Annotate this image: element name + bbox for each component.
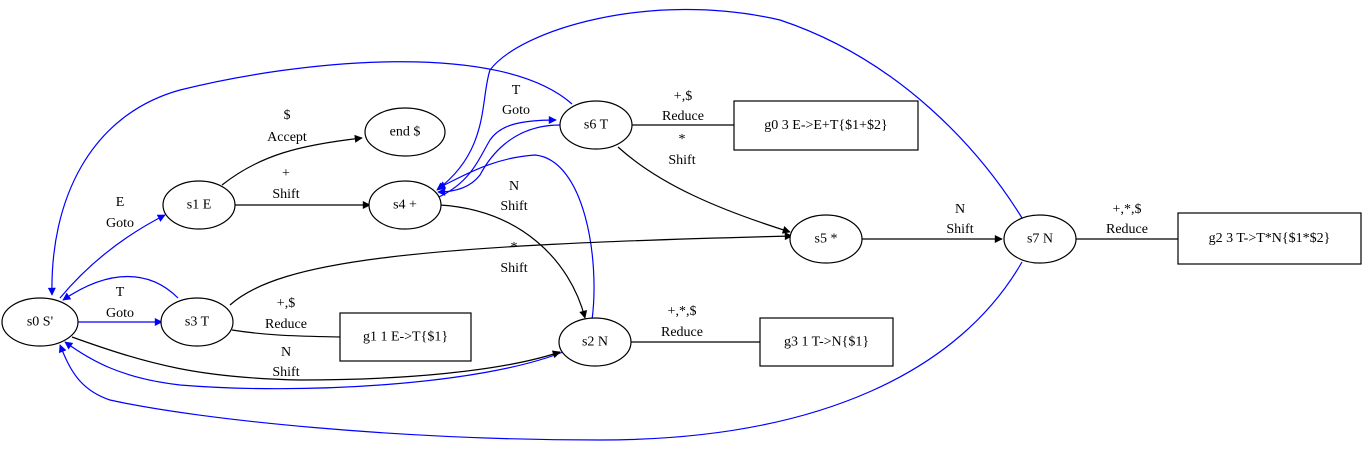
edge-label-s6-g0-symbol: +,$ [674,89,692,104]
reduction-node-g0: g0 3 E->E+T{$1+$2} [733,100,919,151]
reduction-label-g1: g1 1 E->T{$1} [363,330,448,345]
edge-s0-s2-shift [71,336,561,381]
reduction-label-g2: g2 3 T->T*N{$1*$2} [1209,231,1331,246]
edge-s3-s0-back [62,275,179,301]
state-node-s7: s7 N [1003,214,1077,264]
edge-label-s0-s2-action: Shift [272,365,299,380]
state-node-s2: s2 N [558,317,632,367]
edge-label-s4-s2-symbol: N [509,179,519,194]
edge-label-s5-s7-action: Shift [946,222,973,237]
state-label-s2: s2 N [582,335,608,350]
state-label-s5: s5 * [815,232,838,247]
edge-s7-s4-back [436,9,1023,219]
state-node-s6: s6 T [559,100,633,150]
reduction-label-g3: g3 1 T->N{$1} [784,335,869,350]
edge-label-s4-s6-action: Goto [502,103,530,118]
edge-s4-s6-goto [431,116,557,201]
state-node-s5: s5 * [789,214,863,264]
edge-s3-s5-shift [229,232,793,306]
state-node-end: end $ [364,107,446,157]
state-node-s0: s0 S' [1,297,79,347]
edge-label-s3-g1-action: Reduce [265,317,307,332]
edge-label-s7-g2-symbol: +,*,$ [1113,202,1142,217]
edge-label-s0-s3-action: Goto [106,306,134,321]
edge-s1-end-accept [221,134,363,186]
state-label-s4: s4 + [393,198,417,213]
state-node-s3: s3 T [160,297,234,347]
state-label-s6: s6 T [584,118,609,133]
reduction-label-g0: g0 3 E->E+T{$1+$2} [764,118,887,133]
reduction-nodes: g0 3 E->E+T{$1+$2} g1 1 E->T{$1} g3 1 T-… [339,100,1362,367]
edge-label-s2-g3-symbol: +,*,$ [668,304,697,319]
edge-label-s6-s5-action: Shift [668,153,695,168]
edge-label-s6-g0-action: Reduce [662,109,704,124]
edge-label-s0-s3-symbol: T [116,285,125,300]
edges [47,9,1178,441]
edge-label-s7-g2-action: Reduce [1106,222,1148,237]
edge-label-s4-s2-action: Shift [500,199,527,214]
edge-s7-s0-back [58,261,1023,441]
state-label-s1: s1 E [187,198,212,213]
edge-label-s2-g3-action: Reduce [661,325,703,340]
edge-label-s3-s5-action: Shift [500,261,527,276]
reduction-node-g3: g3 1 T->N{$1} [759,317,894,367]
edge-s0-s1-goto [59,214,166,299]
state-label-s7: s7 N [1027,232,1053,247]
edge-s4-s2-shift [439,204,588,319]
state-node-s4: s4 + [368,180,442,230]
edge-label-s0-s1-symbol: E [116,195,125,210]
state-node-s1: s1 E [162,180,236,230]
state-label-s3: s3 T [185,315,210,330]
edge-s6-s4-back [437,124,561,196]
edge-label-s0-s1-action: Goto [106,216,134,231]
reduction-node-g1: g1 1 E->T{$1} [339,312,472,362]
state-label-s0: s0 S' [27,315,53,330]
edge-label-s1-end-action: Accept [267,130,307,145]
edge-label-s6-s5-symbol: * [679,132,686,147]
edge-label-s4-s6-symbol: T [512,83,521,98]
edge-label-s5-s7-symbol: N [955,202,965,217]
edge-label-s3-s5-symbol: * [511,240,518,255]
edge-label-s1-s4-symbol: + [282,166,290,181]
reduction-node-g2: g2 3 T->T*N{$1*$2} [1177,212,1362,265]
edge-s6-s5-shift [617,146,791,234]
edge-labels: $ Accept + Shift E Goto T Goto T Goto N … [106,83,1148,380]
edge-s3-g1-reduce [231,329,341,338]
edge-label-s3-g1-symbol: +,$ [277,296,295,311]
edge-s2-s4-back [437,154,595,321]
edge-s2-s0-back [64,341,564,390]
state-label-end: end $ [390,125,421,140]
edge-label-s1-end-symbol: $ [284,108,291,123]
edge-label-s0-s2-symbol: N [281,345,291,360]
state-nodes: s0 S' s1 E s3 T end $ s4 + s6 T s2 N s5 [1,100,1077,367]
edge-label-s1-s4-action: Shift [272,187,299,202]
edge-s6-s0-back [47,61,573,296]
